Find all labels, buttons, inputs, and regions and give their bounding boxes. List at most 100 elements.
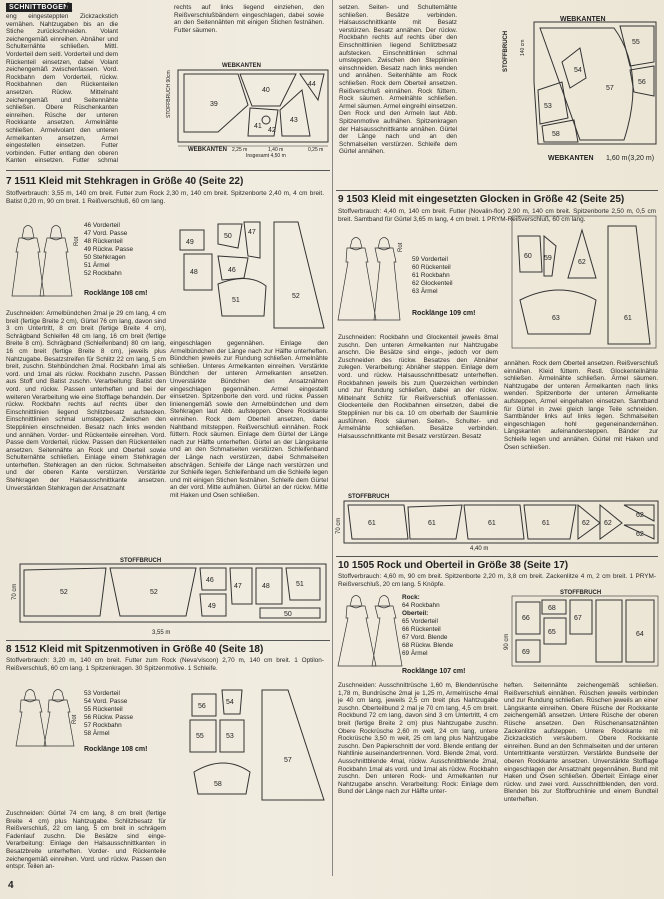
rule-left-mid: [6, 640, 330, 641]
s9-pattern-pieces: 60 59 62 63 61: [511, 215, 657, 349]
part-62-d: 62: [636, 531, 644, 538]
s10-rocklaenge: Rocklänge 107 cm!: [402, 668, 466, 675]
section-10-title: 10 1505 Rock und Oberteil in Größe 38 (S…: [338, 560, 569, 571]
top-instructions-col1: eng eingesteppten Zickzackstich vernähen…: [6, 13, 118, 163]
cutting-layout-s9: 61 61 61 61 62 62 62 62: [343, 500, 659, 544]
s8-verarbeitung-text: Verarbeitung: Einlage den Halsausschnitt…: [6, 840, 166, 871]
webkanten-right-label: WEBKANTEN: [560, 16, 606, 23]
section-8-title: 8 1512 Kleid mit Spitzenmotiven in Größe…: [6, 644, 264, 655]
part-61-d: 61: [542, 520, 550, 527]
s8-part: 54 Vord. Passe: [84, 698, 128, 705]
s10-part: 64 Rockbahn: [402, 602, 440, 609]
s10-parts-list: Rock: 64 Rockbahn Oberteil: 65 Vordertei…: [402, 594, 453, 658]
part-63: 63: [552, 315, 560, 322]
part-48: 48: [190, 269, 198, 276]
s8-text: Zuschneiden: Gürtel 74 cm lang, 8 cm bre…: [6, 810, 166, 876]
section-10-stoff: Stoffverbrauch: 4,60 m, 90 cm breit. Spi…: [338, 573, 656, 588]
s10-rock-label: Rock:: [402, 594, 420, 601]
stoffbruch-left-label: STOFFBRUCH: [120, 558, 162, 564]
part-60: 60: [524, 253, 532, 260]
part-49-a: 49: [208, 603, 216, 610]
width-right: 140 cm: [520, 39, 526, 56]
part-69: 69: [522, 649, 530, 656]
s7-rocklaenge: Rocklänge 108 cm!: [84, 290, 148, 297]
s7-verarbeitung-text: Verarbeitung: Batist den vord. und rückw…: [6, 378, 166, 492]
part-65: 65: [548, 629, 556, 636]
part-62: 62: [578, 259, 586, 266]
dim-corner: 0,25 m: [308, 147, 324, 153]
s9-zuschneiden-text: Zuschneiden: Rockbahn und Glockenteil je…: [338, 334, 498, 372]
s8-pattern-pieces: 56 54 55 53 58 57: [189, 689, 325, 801]
s8-parts-list: 53 Vorderteil 54 Vord. Passe 55 Rückente…: [84, 690, 133, 738]
s10-dress-illustration: [337, 595, 403, 667]
dim-total: Insgesamt 4,50 m: [246, 153, 286, 159]
webkanten-label: WEBKANTEN: [222, 63, 261, 69]
s9-rocklaenge: Rocklänge 109 cm!: [412, 310, 476, 317]
top-instructions-col3: setzen. Seiten- und Schulternähte schlie…: [339, 4, 457, 156]
part-53: 53: [544, 103, 552, 110]
s10-part: 68 Rückw. Blende: [402, 642, 454, 649]
part-57: 57: [284, 757, 292, 764]
part-56: 56: [638, 79, 646, 86]
s9-text: Zuschneiden: Rockbahn und Glockenteil je…: [338, 334, 498, 490]
section-tag: SCHNITTBOGEN: [6, 3, 72, 12]
part-46-a: 46: [206, 577, 214, 584]
s9-part: 62 Glockenteil: [412, 280, 453, 287]
part-55: 55: [196, 733, 204, 740]
s8-dress-illustration: [15, 689, 75, 747]
part-42: 42: [268, 127, 276, 134]
part-39: 39: [210, 101, 218, 108]
s7-zuschneiden-text: Zuschneiden: Ärmelbündchen 2mal je 29 cm…: [6, 310, 166, 386]
part-58: 58: [214, 781, 222, 788]
part-68: 68: [548, 605, 556, 612]
cutting-layout-top: 39 40 41 42 43 44: [177, 69, 329, 147]
webkanten-bottom-label: WEBKANTEN: [188, 147, 227, 153]
s10-part: 66 Rückenteil: [402, 626, 441, 633]
rule-left-top: [6, 170, 330, 171]
s10-pattern-pieces: 66 68 67 65 69 64: [511, 595, 659, 667]
part-51: 51: [232, 297, 240, 304]
stoffbruch-s10-label: STOFFBRUCH: [560, 590, 602, 596]
part-55: 55: [632, 39, 640, 46]
s7-part: 48 Rückenteil: [84, 238, 123, 245]
s8-rocklaenge: Rocklänge 108 cm!: [84, 746, 148, 753]
s8-part: 55 Rückenteil: [84, 706, 123, 713]
stoffbruch-mid-label: STOFFBRUCH: [348, 494, 390, 500]
s8-rot-label: Rot: [72, 714, 78, 724]
part-64: 64: [636, 631, 644, 638]
part-57: 57: [606, 85, 614, 92]
column-divider: [332, 0, 333, 876]
s10-part: 69 Ärmel: [402, 650, 428, 657]
s9-part: 59 Vorderteil: [412, 256, 448, 263]
s10-col1: Zuschneiden: Ausschnittrüsche 1,60 m, Bl…: [338, 682, 498, 796]
part-49: 49: [186, 239, 194, 246]
s9-part: 61 Rockbahn: [412, 272, 450, 279]
part-61-a: 61: [368, 520, 376, 527]
part-66: 66: [522, 615, 530, 622]
part-47-a: 47: [234, 583, 242, 590]
s9-dress-illustration: [337, 237, 401, 321]
width-s10: 90 cm: [504, 633, 510, 650]
dim-225: 2,25 m: [232, 147, 248, 153]
part-53: 53: [226, 733, 234, 740]
part-44: 44: [308, 81, 316, 88]
part-58: 58: [552, 131, 560, 138]
part-62-a: 62: [582, 520, 590, 527]
s9-col2: annähen. Rock dem Oberteil ansetzen. Rei…: [504, 360, 658, 451]
cutting-layout-s7: 52 52 46 47 48 51 49 50: [19, 563, 327, 623]
section-9-title: 9 1503 Kleid mit eingesetzten Glocken in…: [338, 194, 625, 205]
s7-parts-list: 46 Vorderteil 47 Vord. Passe 48 Rückente…: [84, 222, 133, 278]
s10-ober-label: Oberteil:: [402, 610, 429, 617]
part-40: 40: [262, 87, 270, 94]
part-61-c: 61: [488, 520, 496, 527]
length-right: 1,60 m: [606, 155, 628, 162]
part-48-a: 48: [262, 583, 270, 590]
s10-part: 67 Vord. Blende: [402, 634, 448, 641]
s7-pattern-pieces: 49 50 47 48 46 51 52: [179, 221, 325, 329]
s9-part: 63 Ärmel: [412, 288, 438, 295]
page-number: 4: [8, 880, 14, 891]
part-62-c: 62: [636, 512, 644, 519]
s9-verarbeitung-text: Verarbeitung: Abnäher steppen. Einlage d…: [338, 364, 498, 440]
section-8-stoff: Stoffverbrauch: 3,20 m, 140 cm breit. Fu…: [6, 657, 324, 672]
